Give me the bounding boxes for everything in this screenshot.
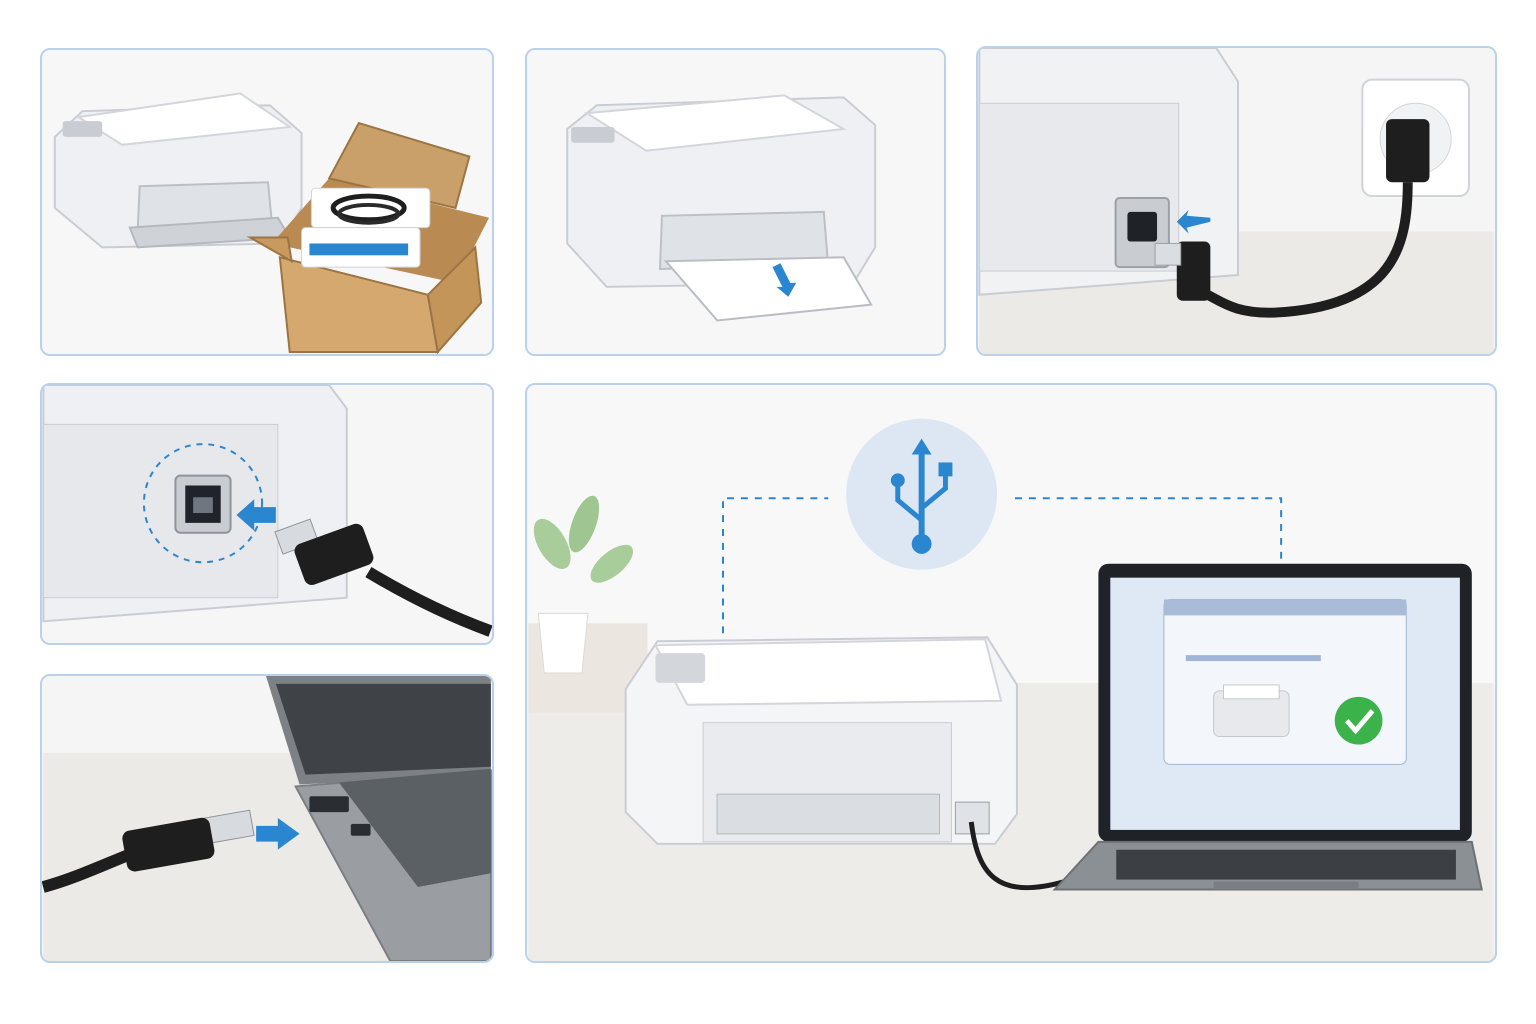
checkmark-icon — [1334, 696, 1383, 745]
step-connect-usb-to-laptop-panel — [40, 674, 494, 963]
port-highlight-circle — [142, 443, 264, 564]
printer-icon — [1213, 684, 1290, 738]
arrow-left-icon — [1176, 209, 1211, 234]
arrow-right-icon — [256, 818, 300, 850]
usb-to-printer-illustration — [42, 385, 492, 643]
step-load-paper-panel — [525, 48, 946, 356]
unbox-illustration — [42, 50, 492, 354]
step-unbox-printer-panel — [40, 48, 494, 356]
arrow-down-icon — [772, 263, 797, 297]
step-connect-usb-to-printer-panel — [40, 383, 494, 645]
step-plug-in-power-panel — [976, 46, 1497, 356]
laptop-icon — [266, 676, 492, 961]
usb-a-port-icon — [309, 796, 349, 813]
usb-a-plug-icon — [42, 809, 255, 893]
usb-a-port-icon — [350, 823, 371, 836]
printer-connected-illustration — [528, 385, 1494, 961]
plug-in-power-illustration — [978, 48, 1494, 354]
usb-cable-icon — [274, 518, 492, 637]
arrow-left-icon — [236, 499, 276, 531]
plant-icon — [528, 495, 648, 713]
connection-line-printer — [722, 497, 829, 634]
power-plug-icon — [1154, 119, 1430, 318]
printer-icon — [624, 636, 1018, 845]
laptop-icon — [1052, 563, 1483, 891]
cable-icon — [330, 193, 407, 225]
usb-cable-icon — [968, 821, 1066, 891]
usb-b-port-icon — [174, 474, 232, 534]
printer-icon — [566, 94, 877, 288]
printer-icon — [53, 92, 303, 249]
step-printer-connected-panel — [525, 383, 1497, 963]
paper-sheet-icon — [663, 256, 873, 322]
load-paper-illustration — [527, 50, 944, 354]
usb-to-laptop-illustration — [42, 676, 492, 961]
usb-icon — [846, 418, 998, 570]
connection-line-laptop — [1014, 497, 1283, 564]
